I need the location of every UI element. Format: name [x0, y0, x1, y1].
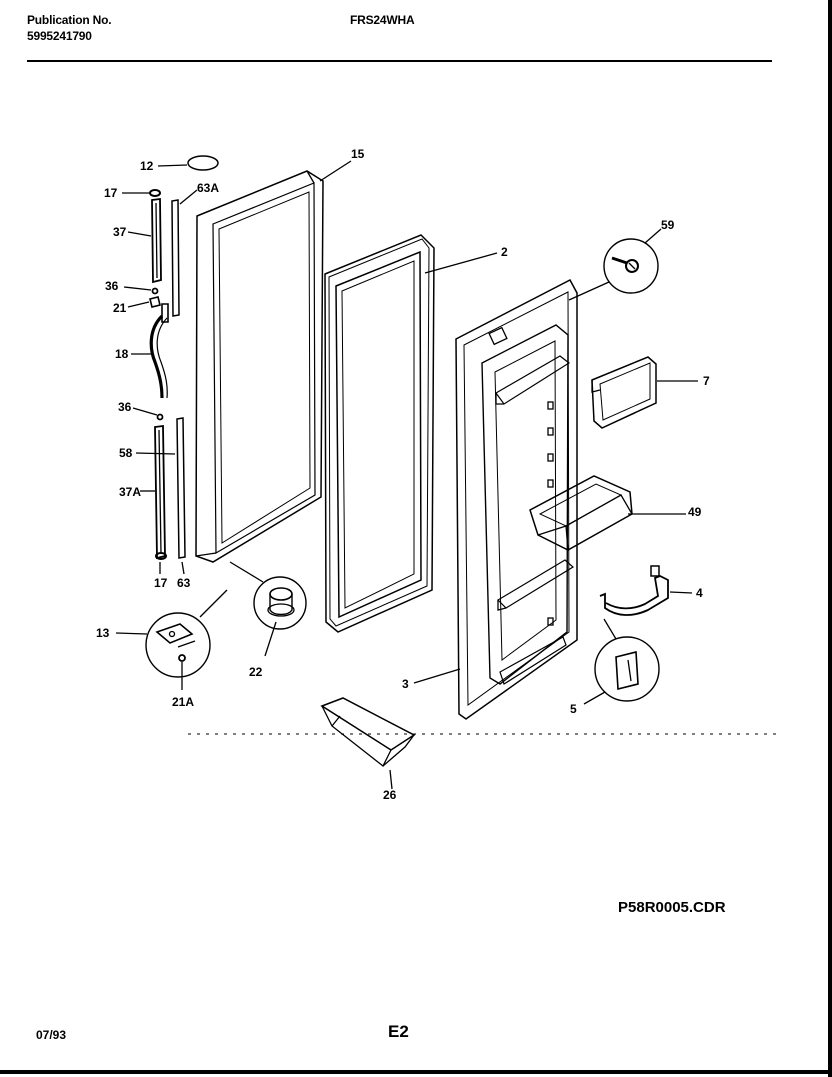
- callout-63a: 63A: [197, 181, 219, 195]
- callout-3: 3: [402, 677, 409, 691]
- leader-3: [413, 668, 461, 684]
- part-13-hinge: [145, 612, 211, 678]
- page-code: E2: [388, 1022, 409, 1041]
- callout-17-bottom: 17: [154, 576, 168, 590]
- leader-15: [319, 160, 352, 182]
- part-22-bushing: [253, 576, 307, 630]
- leader-5: [583, 691, 606, 705]
- leader-5-to-bracket: [603, 618, 617, 640]
- part-58-trim-lower: [176, 417, 186, 559]
- part-49-shelf-bin: [529, 475, 633, 551]
- callout-36-bottom: 36: [118, 400, 132, 414]
- part-36-screw-lower: [156, 413, 164, 421]
- leader-22-to-door: [229, 561, 264, 583]
- leader-36-top: [123, 286, 152, 291]
- callout-13: 13: [96, 626, 110, 640]
- leader-59: [644, 228, 662, 244]
- leader-63a: [179, 189, 198, 205]
- right-border: [828, 0, 832, 1077]
- part-26-bin: [320, 697, 416, 768]
- leader-4: [669, 591, 693, 594]
- leader-2: [424, 252, 498, 274]
- callout-37: 37: [113, 225, 127, 239]
- callout-2: 2: [501, 245, 508, 259]
- part-7-dairy-door: [591, 356, 657, 429]
- leader-36-bottom: [132, 407, 158, 416]
- part-5-clip: [594, 636, 660, 702]
- callout-58: 58: [119, 446, 133, 460]
- callout-21: 21: [113, 301, 127, 315]
- publication-number: 5995241790: [27, 29, 92, 43]
- part-37a-handle-lower: [154, 424, 167, 560]
- leader-13-to-door: [199, 589, 228, 618]
- callout-7: 7: [703, 374, 710, 388]
- leader-59-to-liner: [568, 281, 610, 301]
- publication-label: Publication No.: [27, 13, 112, 27]
- part-17-end-cap: [149, 189, 161, 197]
- leader-13: [115, 632, 148, 635]
- callout-26: 26: [383, 788, 397, 802]
- page-date: 07/93: [36, 1028, 67, 1042]
- callout-59: 59: [661, 218, 675, 232]
- callout-63: 63: [177, 576, 191, 590]
- leader-37: [127, 231, 152, 237]
- part-37-handle-upper: [151, 197, 162, 284]
- part-63a-trim-upper: [171, 199, 180, 317]
- callout-22: 22: [249, 665, 263, 679]
- bottom-border: [0, 1070, 832, 1074]
- part-4-bracket: [599, 565, 669, 616]
- leader-63: [181, 561, 185, 575]
- leader-21: [127, 301, 150, 308]
- callout-12: 12: [140, 159, 154, 173]
- part-12-cap: [187, 155, 219, 171]
- callout-37a: 37A: [119, 485, 141, 499]
- model-number: FRS24WHA: [350, 13, 415, 27]
- leader-22: [264, 621, 277, 657]
- callout-4: 4: [696, 586, 703, 600]
- part-59-screw: [603, 238, 659, 294]
- part-36-screw-upper: [151, 287, 159, 295]
- part-21a-screw: [178, 654, 186, 662]
- part-18-handle: [149, 314, 168, 399]
- part-3-door-liner: [455, 278, 578, 720]
- callout-17-top: 17: [104, 186, 118, 200]
- callout-5: 5: [570, 702, 577, 716]
- callout-36-top: 36: [105, 279, 119, 293]
- drawing-file-name: P58R0005.CDR: [618, 899, 726, 916]
- header-rule: [27, 60, 772, 62]
- callout-49: 49: [688, 505, 702, 519]
- leader-26: [389, 769, 393, 790]
- callout-18: 18: [115, 347, 129, 361]
- part-15-door-panel: [195, 170, 324, 563]
- leader-12: [157, 164, 188, 167]
- callout-21a: 21A: [172, 695, 194, 709]
- part-2-gasket: [324, 234, 435, 633]
- callout-15: 15: [351, 147, 365, 161]
